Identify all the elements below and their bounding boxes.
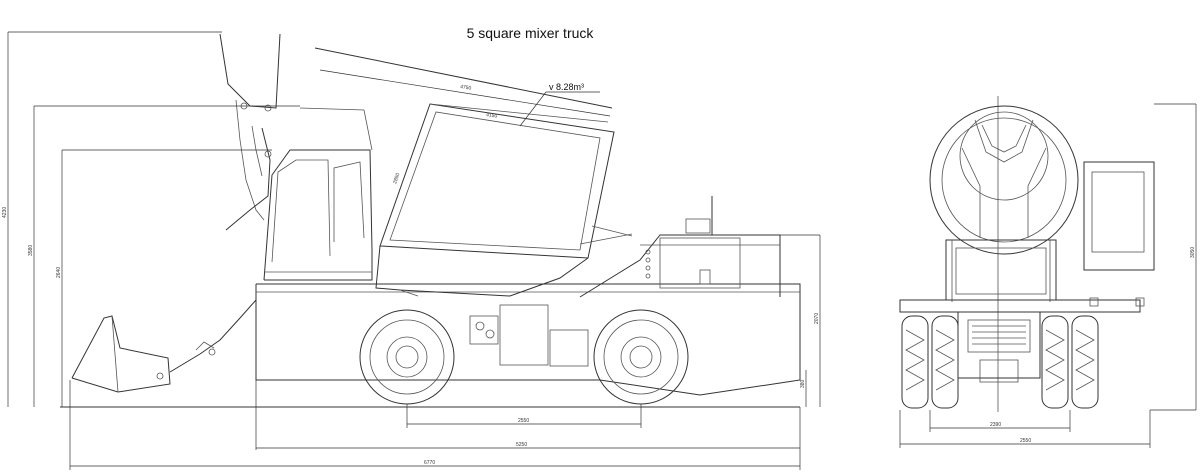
dim-height-right: 2070 [814,313,820,324]
mixer-drum: 4750 4150 2850 v 8.28m³ [299,47,633,297]
chassis [255,196,801,396]
front-wheel [593,309,689,405]
front-dims: 2390 2550 3050 [899,103,1197,448]
rear-wheel [359,309,455,405]
side-vertical-dims: 4230 3580 2640 2070 380 [2,31,821,407]
dim-drum-length: 4750 [460,84,472,92]
dim-length-total: 6770 [424,460,435,466]
dim-length-1: 5250 [516,442,527,448]
loader-arm [71,33,281,393]
front-drum [929,105,1079,255]
dim-front-height: 3050 [1190,247,1196,258]
dim-wheelbase: 2550 [518,418,529,424]
dim-drum-inner: 4150 [486,112,498,120]
dim-height-2: 3580 [28,245,34,256]
side-view: 4750 4150 2850 v 8.28m³ [2,31,821,470]
dim-width: 2550 [1020,438,1031,444]
cab [263,149,373,281]
dim-drum-height: 2850 [392,172,401,185]
dim-track: 2390 [990,422,1001,428]
volume-label: v 8.28m³ [549,82,584,92]
dim-total-height: 4230 [2,207,8,218]
diagram-title: 5 square mixer truck [466,25,594,41]
side-horizontal-dims: 2550 5250 6770 [69,380,801,470]
front-panel [1083,161,1155,271]
front-view: 2390 2550 3050 [899,96,1197,448]
dim-ground-clearance: 380 [800,379,806,388]
front-wheels [901,315,1099,409]
dim-height-3: 2640 [56,267,62,278]
front-body [899,239,1145,383]
